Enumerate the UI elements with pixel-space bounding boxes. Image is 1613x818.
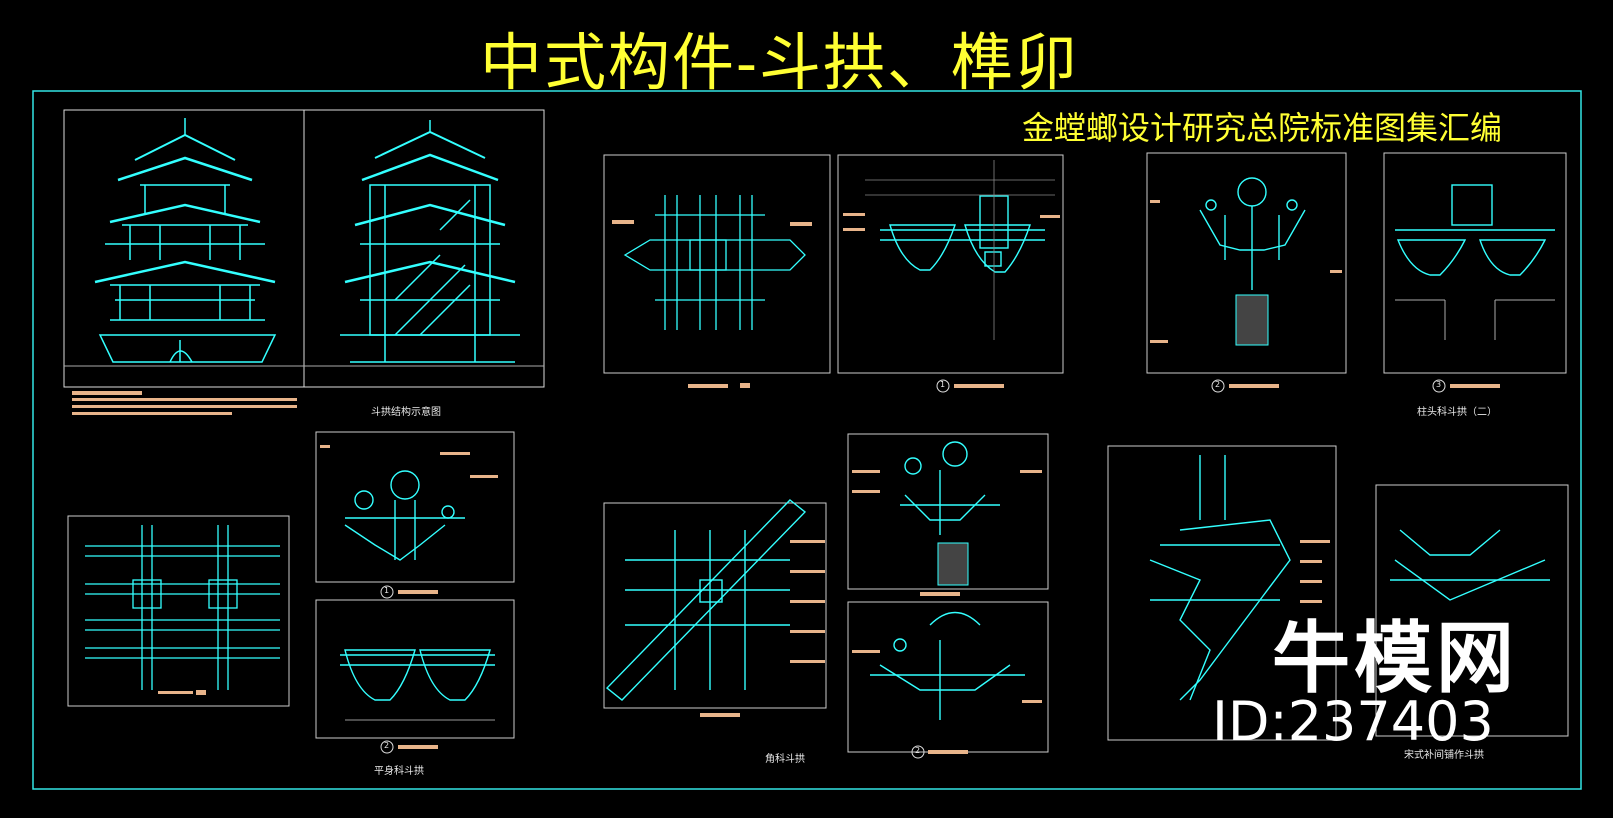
detail-number-3: 3 xyxy=(1436,380,1442,389)
drawing-title: 中式构件-斗拱、榫卯 xyxy=(480,26,1079,99)
label-song-style: 宋式补间铺作斗拱 xyxy=(1404,750,1484,761)
label-corner: 角科斗拱 xyxy=(765,754,805,765)
bracket-section-1-panel xyxy=(837,154,1064,393)
detail-number-2c: 2 xyxy=(915,746,921,755)
corner-section-lower-panel xyxy=(847,601,1049,759)
song-bracket-panel xyxy=(1107,445,1569,741)
label-pingshen: 平身科斗拱 xyxy=(374,766,424,777)
corner-section-upper-panel xyxy=(847,433,1049,596)
pingshen-section-1-panel xyxy=(315,431,515,599)
detail-number-2b: 2 xyxy=(384,741,390,750)
watermark-id: ID:237403 xyxy=(1212,690,1494,753)
drawing-subtitle: 金螳螂设计研究总院标准图集汇编 xyxy=(1022,109,1503,147)
detail-number-2: 2 xyxy=(1215,380,1221,389)
watermark-brand: 牛模网 xyxy=(1272,614,1519,704)
detail-number-1: 1 xyxy=(940,380,946,389)
bracket-plan-panel xyxy=(603,154,831,388)
bracket-section-3-panel xyxy=(1383,152,1567,393)
corner-bracket-plan-panel xyxy=(603,499,827,717)
pingshen-section-2-panel xyxy=(315,599,515,754)
drawing-frame xyxy=(32,90,1582,790)
pagoda-elevation-panel xyxy=(63,109,545,415)
detail-number-1b: 1 xyxy=(384,586,390,595)
bracket-section-2-panel xyxy=(1146,152,1347,393)
label-structure-diagram: 斗拱结构示意图 xyxy=(371,407,441,418)
label-column-head-2: 柱头科斗拱（二） xyxy=(1417,407,1497,418)
pingshen-plan-panel xyxy=(67,515,290,707)
